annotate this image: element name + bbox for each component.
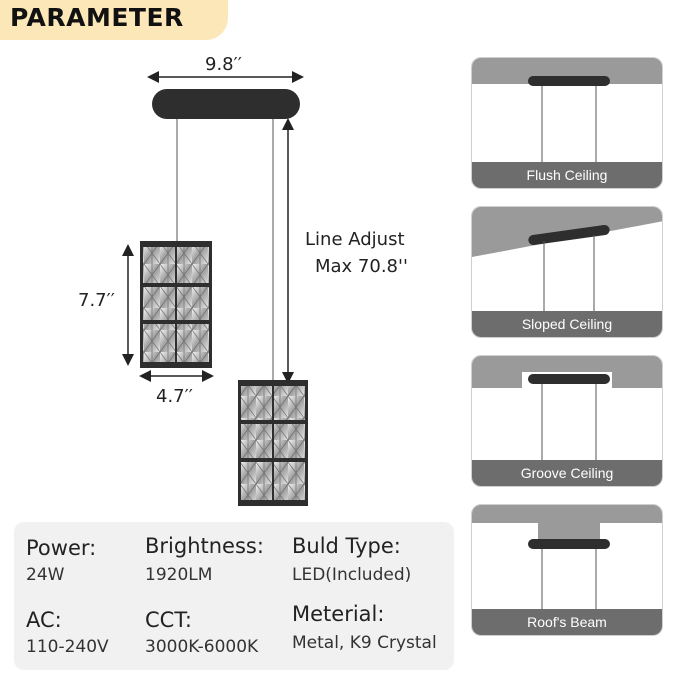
brightness-value: 1920LM xyxy=(145,565,213,585)
ceiling-caption-beam: Roof's Beam xyxy=(472,609,662,635)
ceiling-caption-groove: Groove Ceiling xyxy=(472,460,662,486)
ac-value: 110-240V xyxy=(26,637,109,657)
parameter-banner: PARAMETER xyxy=(0,0,228,40)
spec-panel: Power: 24W Brightness: 1920LM Buld Type:… xyxy=(14,522,454,670)
canopy xyxy=(152,89,300,119)
line-max-label: Max 70.8'' xyxy=(315,256,408,277)
ceiling-card-flush: Flush Ceiling xyxy=(471,57,663,189)
ceiling-card-groove: Groove Ceiling xyxy=(471,355,663,487)
cct-label: CCT: xyxy=(145,608,192,632)
line-adjust-label: Line Adjust xyxy=(305,229,405,250)
power-value: 24W xyxy=(26,565,65,585)
shade-left xyxy=(140,241,212,368)
brightness-label: Brightness: xyxy=(145,534,264,558)
banner-title: PARAMETER xyxy=(10,3,184,32)
ac-label: AC: xyxy=(26,608,62,632)
cct-value: 3000K-6000K xyxy=(145,637,259,657)
ceiling-card-beam: Roof's Beam xyxy=(471,504,663,636)
canopy-width-label: 9.8′′ xyxy=(205,54,242,75)
bulb-type-label: Buld Type: xyxy=(292,534,401,558)
ceiling-caption-flush: Flush Ceiling xyxy=(472,162,662,188)
material-label: Meterial: xyxy=(292,602,385,626)
power-label: Power: xyxy=(26,536,97,560)
ceiling-card-sloped: Sloped Ceiling xyxy=(471,206,663,338)
shade-width-label: 4.7′′ xyxy=(156,386,193,407)
material-value: Metal, K9 Crystal xyxy=(292,633,437,653)
ceiling-caption-sloped: Sloped Ceiling xyxy=(472,311,662,337)
bulb-type-value: LED(Included) xyxy=(292,565,412,585)
shade-right xyxy=(238,380,308,506)
shade-height-label: 7.7′′ xyxy=(78,290,115,311)
